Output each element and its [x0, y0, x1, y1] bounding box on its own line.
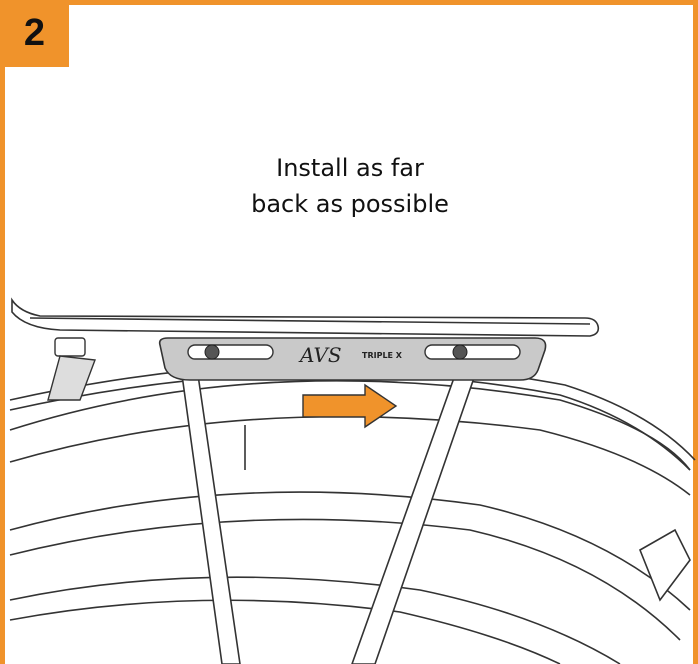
- step-number-badge: 2: [0, 0, 69, 67]
- instruction-line-2: back as possible: [251, 190, 449, 218]
- avs-logo: AVS: [298, 343, 342, 367]
- instruction-text: Install as far back as possible: [200, 150, 500, 222]
- right-arrow-icon: [302, 383, 398, 429]
- triplex-logo: TRIPLE X: [362, 351, 403, 360]
- bolt-rear: [452, 344, 468, 360]
- wheel: [9, 379, 691, 664]
- rear-light: [47, 337, 96, 401]
- avs-adapter: AVS TRIPLE X: [158, 337, 547, 381]
- instruction-line-1: Install as far: [276, 154, 424, 182]
- rack-platform: [11, 297, 600, 337]
- bolt-front: [204, 344, 220, 360]
